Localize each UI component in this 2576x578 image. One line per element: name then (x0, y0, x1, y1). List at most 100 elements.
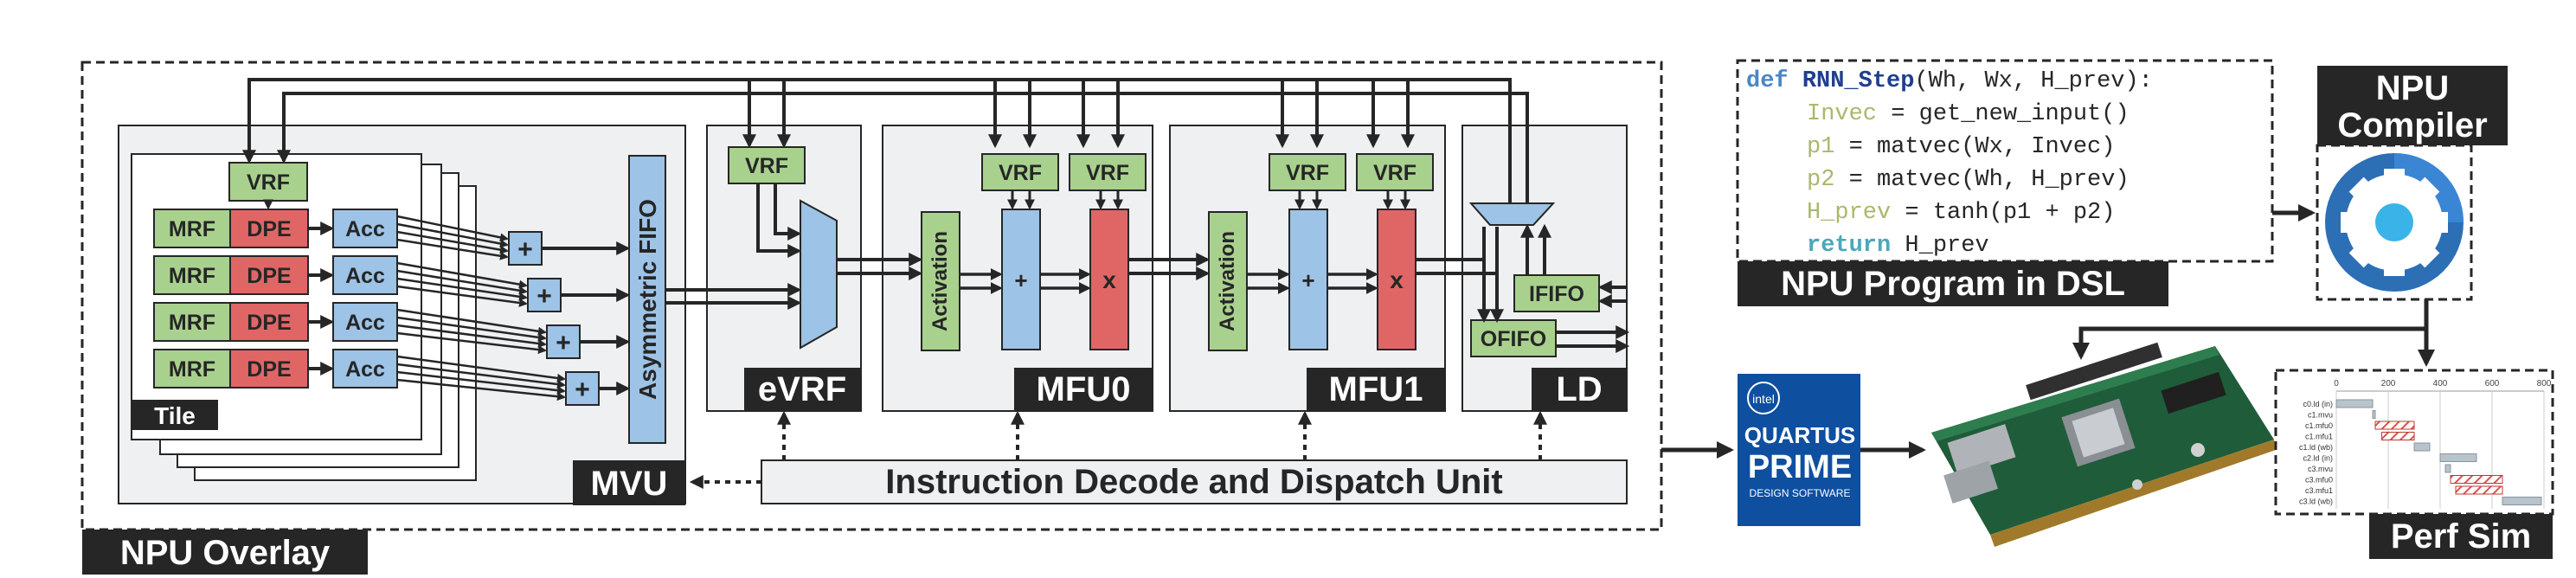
mvu-label: MVU (591, 465, 668, 503)
mfu-mul-label: x (1390, 267, 1404, 293)
perf-row-label: c2.ld (in) (2303, 454, 2333, 463)
acc-adder-wire (396, 331, 547, 355)
perf-bar (2439, 453, 2477, 462)
evrf-vrf-mux-wire (774, 183, 802, 241)
npu-compiler-title-box (2317, 66, 2508, 145)
perf-bar (2372, 410, 2376, 419)
mfu-vrf-a-label: VRF (1286, 161, 1329, 185)
tile-label: Tile (154, 402, 196, 429)
tile-label-box (132, 400, 218, 430)
mfu-vrf-a (1269, 153, 1346, 191)
dpe-block (229, 209, 309, 248)
npu-overlay-title: NPU Overlay (120, 534, 331, 572)
acc-adder-wire (396, 215, 509, 242)
intel-brand: intel (1752, 392, 1775, 406)
code-line: def RNN_Step(Wh, Wx, H_prev): (1746, 68, 2153, 94)
perf-tick-label: 800 (2537, 379, 2552, 389)
mrf-label: MRF (169, 357, 215, 382)
perf-row-label: c0.ld (in) (2303, 400, 2333, 408)
fpga-board-image (1931, 342, 2276, 547)
npu-program-box (1736, 59, 2274, 263)
evrf-label-box (744, 368, 861, 411)
npu-compiler-title-line2: Compiler (2337, 106, 2487, 144)
acc-adder-wire (396, 370, 566, 395)
perf-bar (2335, 399, 2374, 408)
acc-adder-wire (396, 308, 547, 336)
overlay-wires (242, 78, 1630, 489)
perf-tick-label: 400 (2433, 379, 2448, 389)
ofifo (1470, 319, 1557, 357)
code-line: H_prev = tanh(p1 + p2) (1807, 200, 2115, 226)
npu-compiler-title-line1: NPU (2376, 69, 2449, 107)
mvu-label-box (573, 460, 685, 505)
evrf-vrf (728, 146, 806, 184)
perf-row-label: c1.mvu (2308, 411, 2333, 420)
acc-block (332, 255, 398, 295)
toolchain-arrows (1661, 204, 2435, 459)
perf-row-label: c1.mfu0 (2305, 421, 2333, 430)
asymmetric-fifo (628, 155, 666, 444)
acc-label: Acc (345, 264, 385, 288)
bus-wire-1 (242, 78, 1512, 203)
perf-bar (2455, 485, 2503, 495)
perf-row-label: c3.ld (wb) (2299, 498, 2333, 506)
adder-block (546, 324, 581, 359)
mfu1-label: MFU1 (1329, 370, 1423, 408)
activation-label: Activation (1216, 231, 1239, 331)
mfu-vrf-b (1356, 153, 1434, 191)
mfu-add-label: + (1301, 267, 1314, 293)
perf-tick-label: 0 (2334, 379, 2339, 389)
perf-row-label: c1.ld (wb) (2299, 443, 2333, 452)
dpe-label: DPE (247, 264, 291, 288)
instruction-decode-unit (761, 459, 1628, 504)
adder-block (508, 231, 543, 266)
mfu1-label-box (1307, 368, 1445, 411)
acc-block (332, 209, 398, 248)
adder-label: + (556, 329, 571, 357)
perf-sim-frame (2274, 369, 2554, 516)
mvu-vrf-label: VRF (247, 170, 290, 195)
acc-adder-wire (396, 324, 547, 348)
acc-label: Acc (345, 217, 385, 241)
npu-program-code: def RNN_Step(Wh, Wx, H_prev): Invec = get… (1746, 68, 2153, 259)
perf-sim-title: Perf Sim (2391, 517, 2531, 556)
asymmetric-fifo-label: Asymmetric FIFO (634, 199, 661, 400)
quartus-line3: DESIGN SOFTWARE (1750, 487, 1851, 499)
mfu-vrf-a (981, 153, 1059, 191)
code-line: p2 = matvec(Wh, H_prev) (1807, 167, 2130, 193)
ld-label-box (1532, 368, 1627, 411)
perf-bar (2450, 475, 2503, 484)
mfu0-label: MFU0 (1037, 370, 1131, 408)
quartus-line2: PRIME (1748, 449, 1852, 485)
acc-label: Acc (345, 311, 385, 335)
code-line: return H_prev (1807, 233, 1989, 259)
acc-adder-wire (396, 230, 509, 254)
code-line: Invec = get_new_input() (1807, 101, 2130, 127)
perf-bar (2413, 442, 2431, 452)
npu-overlay-title-box (82, 530, 368, 575)
mfu-vrf-b-label: VRF (1086, 161, 1129, 185)
quartus-line1: QUARTUS (1744, 422, 1856, 448)
ififo-label: IFIFO (1529, 282, 1584, 306)
mfu-mul-block (1377, 209, 1416, 350)
acc-adder-wire (396, 269, 528, 295)
dpe-label: DPE (247, 357, 291, 382)
acc-adder-wire (396, 261, 528, 289)
acc-adder-wire (396, 222, 509, 248)
perf-row-label: c3.mfu0 (2305, 476, 2333, 485)
acc-adder-wire (396, 285, 528, 307)
perf-tick-label: 600 (2485, 379, 2500, 389)
acc-adder-wire (396, 378, 566, 401)
acc-adder-wire (396, 316, 547, 342)
acc-adder-wire (396, 238, 509, 260)
mrf-label: MRF (169, 264, 215, 288)
adder-label: + (517, 235, 533, 264)
ififo (1513, 274, 1600, 312)
perf-tick-label: 200 (2381, 379, 2396, 389)
perf-bar (2381, 432, 2415, 440)
mfu-vrf-b (1069, 153, 1147, 191)
acc-adder-wire (396, 363, 566, 389)
